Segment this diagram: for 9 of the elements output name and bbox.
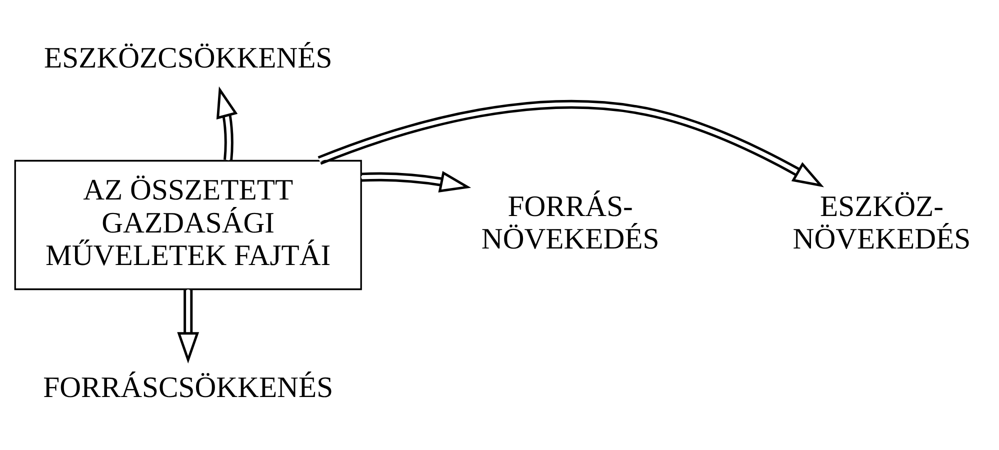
arrow [177, 290, 200, 364]
node-text: FORRÁS- NÖVEKEDÉS [481, 190, 660, 256]
node-box: AZ ÖSSZETETT GAZDASÁGI MŰVELETEK FAJTÁI [14, 160, 362, 290]
arrow [318, 100, 824, 188]
arrow [361, 170, 472, 192]
node-text: ESZKÖZCSÖKKENÉS [44, 42, 332, 74]
node-text: FORRÁSCSÖKKENÉS [43, 372, 334, 404]
arrow [216, 86, 238, 160]
node-text: ESZKÖZ- NÖVEKEDÉS [792, 190, 971, 256]
